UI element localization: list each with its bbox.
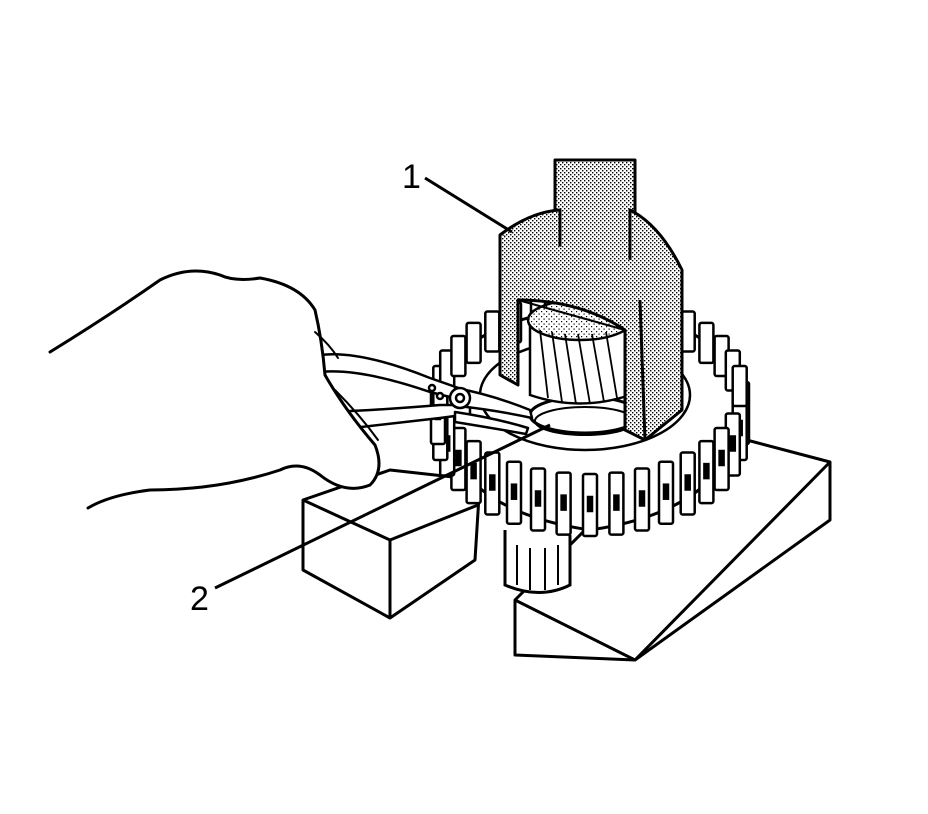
spline-slot [586,495,594,513]
callout-2: 2 [190,580,209,618]
leader-line-1 [424,176,513,234]
spline-tooth [465,321,482,365]
spline-slot [684,474,691,491]
callout-1: 1 [402,158,421,196]
spline-slot [534,490,542,507]
press-tool [498,158,684,442]
spline-slot [510,483,518,500]
shaft-stub [503,530,572,594]
spline-slot [489,474,496,491]
spline-slot [455,449,462,467]
spline-slot [560,494,567,511]
spline-slot [613,494,620,511]
spline-tooth [731,364,748,408]
spline-slot [662,483,670,500]
spline-slot [638,490,646,507]
spline-slot [729,435,737,452]
spline-tooth [698,321,715,365]
spline-tooth [450,334,467,378]
spline-slot [718,449,725,467]
left-support-block [301,468,482,620]
spline-tooth [484,310,501,353]
leader-lines [214,176,551,590]
leader-line-2 [214,423,551,590]
spline-slot [703,462,710,480]
spline-slot [470,462,477,480]
hand [48,269,381,510]
